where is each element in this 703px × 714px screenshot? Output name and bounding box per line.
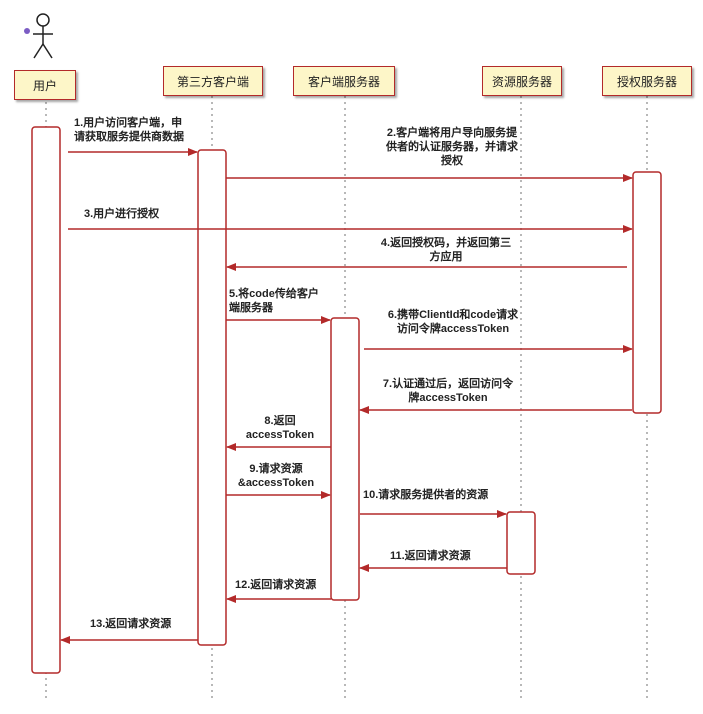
message-2-line-2: 供者的认证服务器，并请求 (386, 141, 518, 153)
message-13-label: 13.返回请求资源 (90, 617, 171, 631)
message-1-line-2: 请获取服务提供商数据 (74, 131, 184, 143)
message-6-line-1: 6.携带ClientId和code请求 (387, 309, 519, 321)
message-3-line-1: 3.用户进行授权 (84, 208, 160, 220)
message-1-label: 1.用户访问客户端，申 请获取服务提供商数据 (74, 116, 184, 144)
message-13-line-1: 13.返回请求资源 (90, 618, 172, 630)
user-actor-icon (33, 13, 53, 59)
message-6-label: 6.携带ClientId和code请求 访问令牌accessToken (358, 308, 548, 336)
message-12-line-1: 12.返回请求资源 (235, 579, 317, 591)
message-3-label: 3.用户进行授权 (84, 207, 159, 221)
message-8-line-2: accessToken (245, 429, 315, 441)
activation-resource-server (506, 511, 536, 575)
message-4-line-1: 4.返回授权码，并返回第三 (380, 237, 512, 249)
message-4-line-2: 方应用 (429, 251, 463, 263)
message-11-label: 11.返回请求资源 (390, 549, 471, 563)
message-5-label: 5.将code传给客户 端服务器 (229, 287, 319, 315)
message-10-line-1: 10.请求服务提供者的资源 (363, 489, 489, 501)
message-8-label: 8.返回 accessToken (232, 414, 328, 442)
participant-resource-server: 资源服务器 (482, 66, 562, 96)
participant-client-server: 客户端服务器 (293, 66, 395, 96)
message-9-label: 9.请求资源 &accessToken (226, 462, 326, 490)
message-1-line-1: 1.用户访问客户端，申 (74, 117, 183, 129)
message-2-line-3: 授权 (441, 155, 463, 167)
message-6-line-2: 访问令牌accessToken (396, 323, 510, 335)
message-7-line-1: 7.认证通过后，返回访问令 (382, 378, 514, 390)
participant-auth-server: 授权服务器 (602, 66, 692, 96)
message-4-label: 4.返回授权码，并返回第三 方应用 (356, 236, 536, 264)
message-2-line-1: 2.客户端将用户导向服务提 (386, 127, 518, 139)
activation-user (31, 126, 61, 674)
activation-client (197, 149, 227, 646)
message-10-label: 10.请求服务提供者的资源 (363, 488, 488, 502)
actor-dot-icon (24, 28, 30, 34)
message-5-line-1: 5.将code传给客户 (229, 288, 319, 300)
message-2-label: 2.客户端将用户导向服务提 供者的认证服务器，并请求 授权 (362, 126, 542, 168)
message-12-label: 12.返回请求资源 (235, 578, 316, 592)
message-9-line-2: &accessToken (237, 477, 315, 489)
activation-client-server (330, 317, 360, 601)
message-11-line-1: 11.返回请求资源 (390, 550, 471, 562)
message-7-label: 7.认证通过后，返回访问令 牌accessToken (358, 377, 538, 405)
participant-user: 用户 (14, 70, 76, 100)
message-5-line-2: 端服务器 (229, 302, 273, 314)
activation-auth-server (632, 171, 662, 414)
message-8-line-1: 8.返回 (264, 415, 296, 427)
message-9-line-1: 9.请求资源 (249, 463, 303, 475)
participant-client: 第三方客户端 (163, 66, 263, 96)
message-7-line-2: 牌accessToken (408, 392, 488, 404)
